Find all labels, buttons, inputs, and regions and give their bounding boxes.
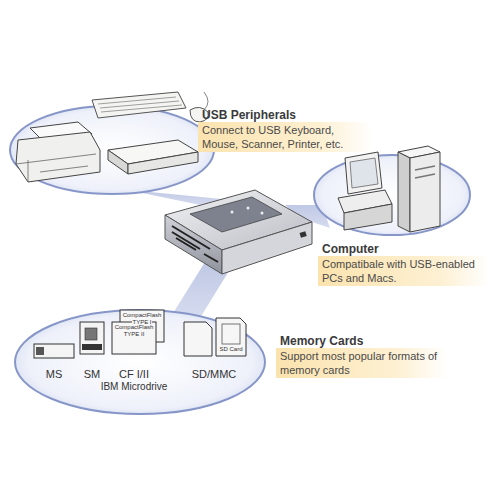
card-format-label: SM	[84, 368, 101, 380]
card-print-label: CompactFlash	[115, 324, 154, 331]
card-print-label: TYPE II	[124, 331, 145, 338]
smartmedia-card	[80, 322, 104, 354]
keyboard	[92, 92, 186, 118]
card-print-label: SD Card	[219, 346, 242, 353]
card-format-label: SD/MMC	[192, 368, 237, 380]
computer-ellipse	[314, 155, 470, 235]
card-format-label: IBM Microdrive	[101, 381, 168, 392]
group-description: Connect to USB Keyboard, Mouse, Scanner,…	[198, 122, 372, 152]
compactflash-card	[112, 310, 164, 354]
scanner	[108, 140, 198, 174]
group-heading: Memory Cards	[280, 334, 448, 348]
text-block: Memory CardsSupport most popular formats…	[276, 332, 452, 381]
group-heading: USB Peripherals	[202, 108, 372, 122]
tower-computer	[398, 146, 440, 232]
card-format-label: CF I/II	[119, 368, 149, 380]
card-reader-hub	[165, 190, 312, 274]
group-heading: Computer	[322, 242, 490, 256]
peripherals-ellipse	[10, 106, 214, 194]
card-print-label: CompactFlash	[123, 312, 162, 319]
text-block: USB PeripheralsConnect to USB Keyboard, …	[198, 106, 376, 155]
desktop-computer	[338, 152, 392, 230]
memory-stick	[34, 344, 74, 358]
card-format-label: MS	[46, 368, 63, 380]
sd-card	[184, 318, 246, 356]
group-description: Compatibale with USB-enabled PCs and Mac…	[318, 256, 490, 286]
printer	[16, 122, 100, 182]
group-description: Support most popular formats of memory c…	[276, 348, 448, 378]
memory-card-ellipse	[15, 310, 265, 414]
text-block: ComputerCompatibale with USB-enabled PCs…	[318, 240, 494, 289]
